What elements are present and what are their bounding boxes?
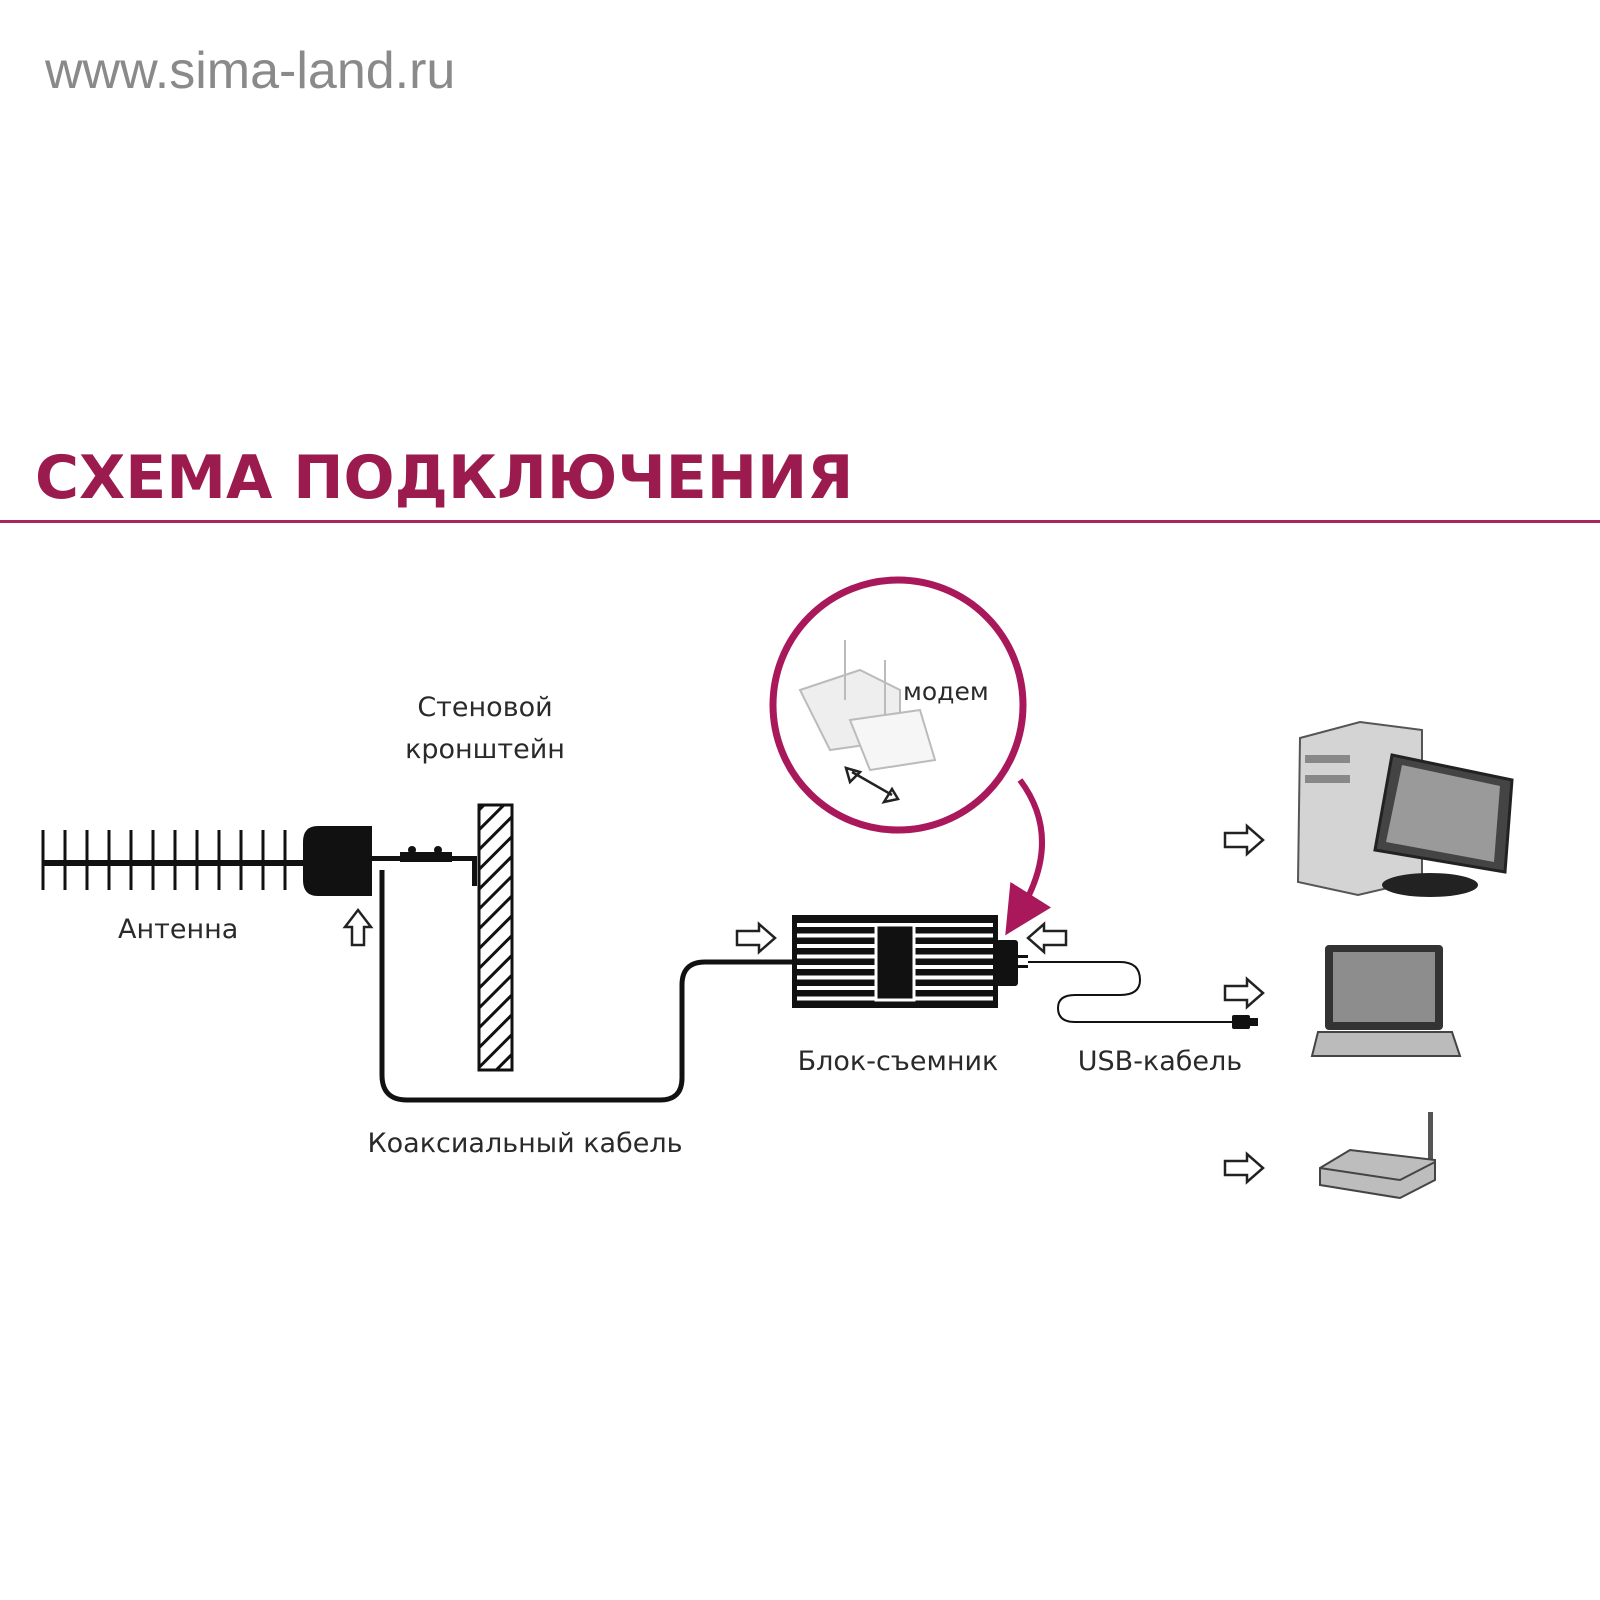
laptop-icon — [1310, 945, 1462, 1057]
insert-arrow-icon — [844, 766, 900, 804]
coax-label: Коаксиальный кабель — [367, 1128, 682, 1159]
usb-cable — [1028, 961, 1240, 1023]
input-arrow-icon — [735, 922, 777, 954]
computer-icon — [1296, 720, 1514, 897]
modem-label: модем — [903, 677, 989, 706]
page-title: СХЕМА ПОДКЛЮЧЕНИЯ — [35, 443, 853, 513]
router-arrow-icon — [1223, 1152, 1265, 1184]
bracket-label-line2: кронштейн — [405, 734, 565, 765]
laptop-arrow-icon — [1223, 977, 1265, 1009]
antenna-icon — [41, 826, 372, 896]
watermark-text: www.sima-land.ru — [44, 42, 455, 100]
callout-arrow — [1005, 778, 1052, 936]
antenna-label: Антенна — [118, 914, 238, 945]
modem-sketch-icon — [798, 640, 937, 772]
receiver-block-icon — [792, 915, 1028, 1008]
modem-callout: модем — [769, 576, 1052, 936]
bracket-label-line1: Стеновой — [417, 692, 552, 723]
usb-plug-icon — [1232, 1015, 1250, 1029]
usb-label: USB-кабель — [1078, 1046, 1242, 1077]
modem-arrow-icon — [1026, 922, 1068, 954]
wall-bracket-icon — [477, 803, 514, 1072]
coax-cable — [379, 870, 792, 1103]
up-arrow-icon — [342, 907, 374, 947]
computer-arrow-icon — [1223, 824, 1265, 856]
router-icon — [1319, 1112, 1436, 1200]
mast-icon — [372, 846, 477, 886]
title-divider — [0, 520, 1600, 523]
block-label: Блок-съемник — [798, 1046, 999, 1077]
